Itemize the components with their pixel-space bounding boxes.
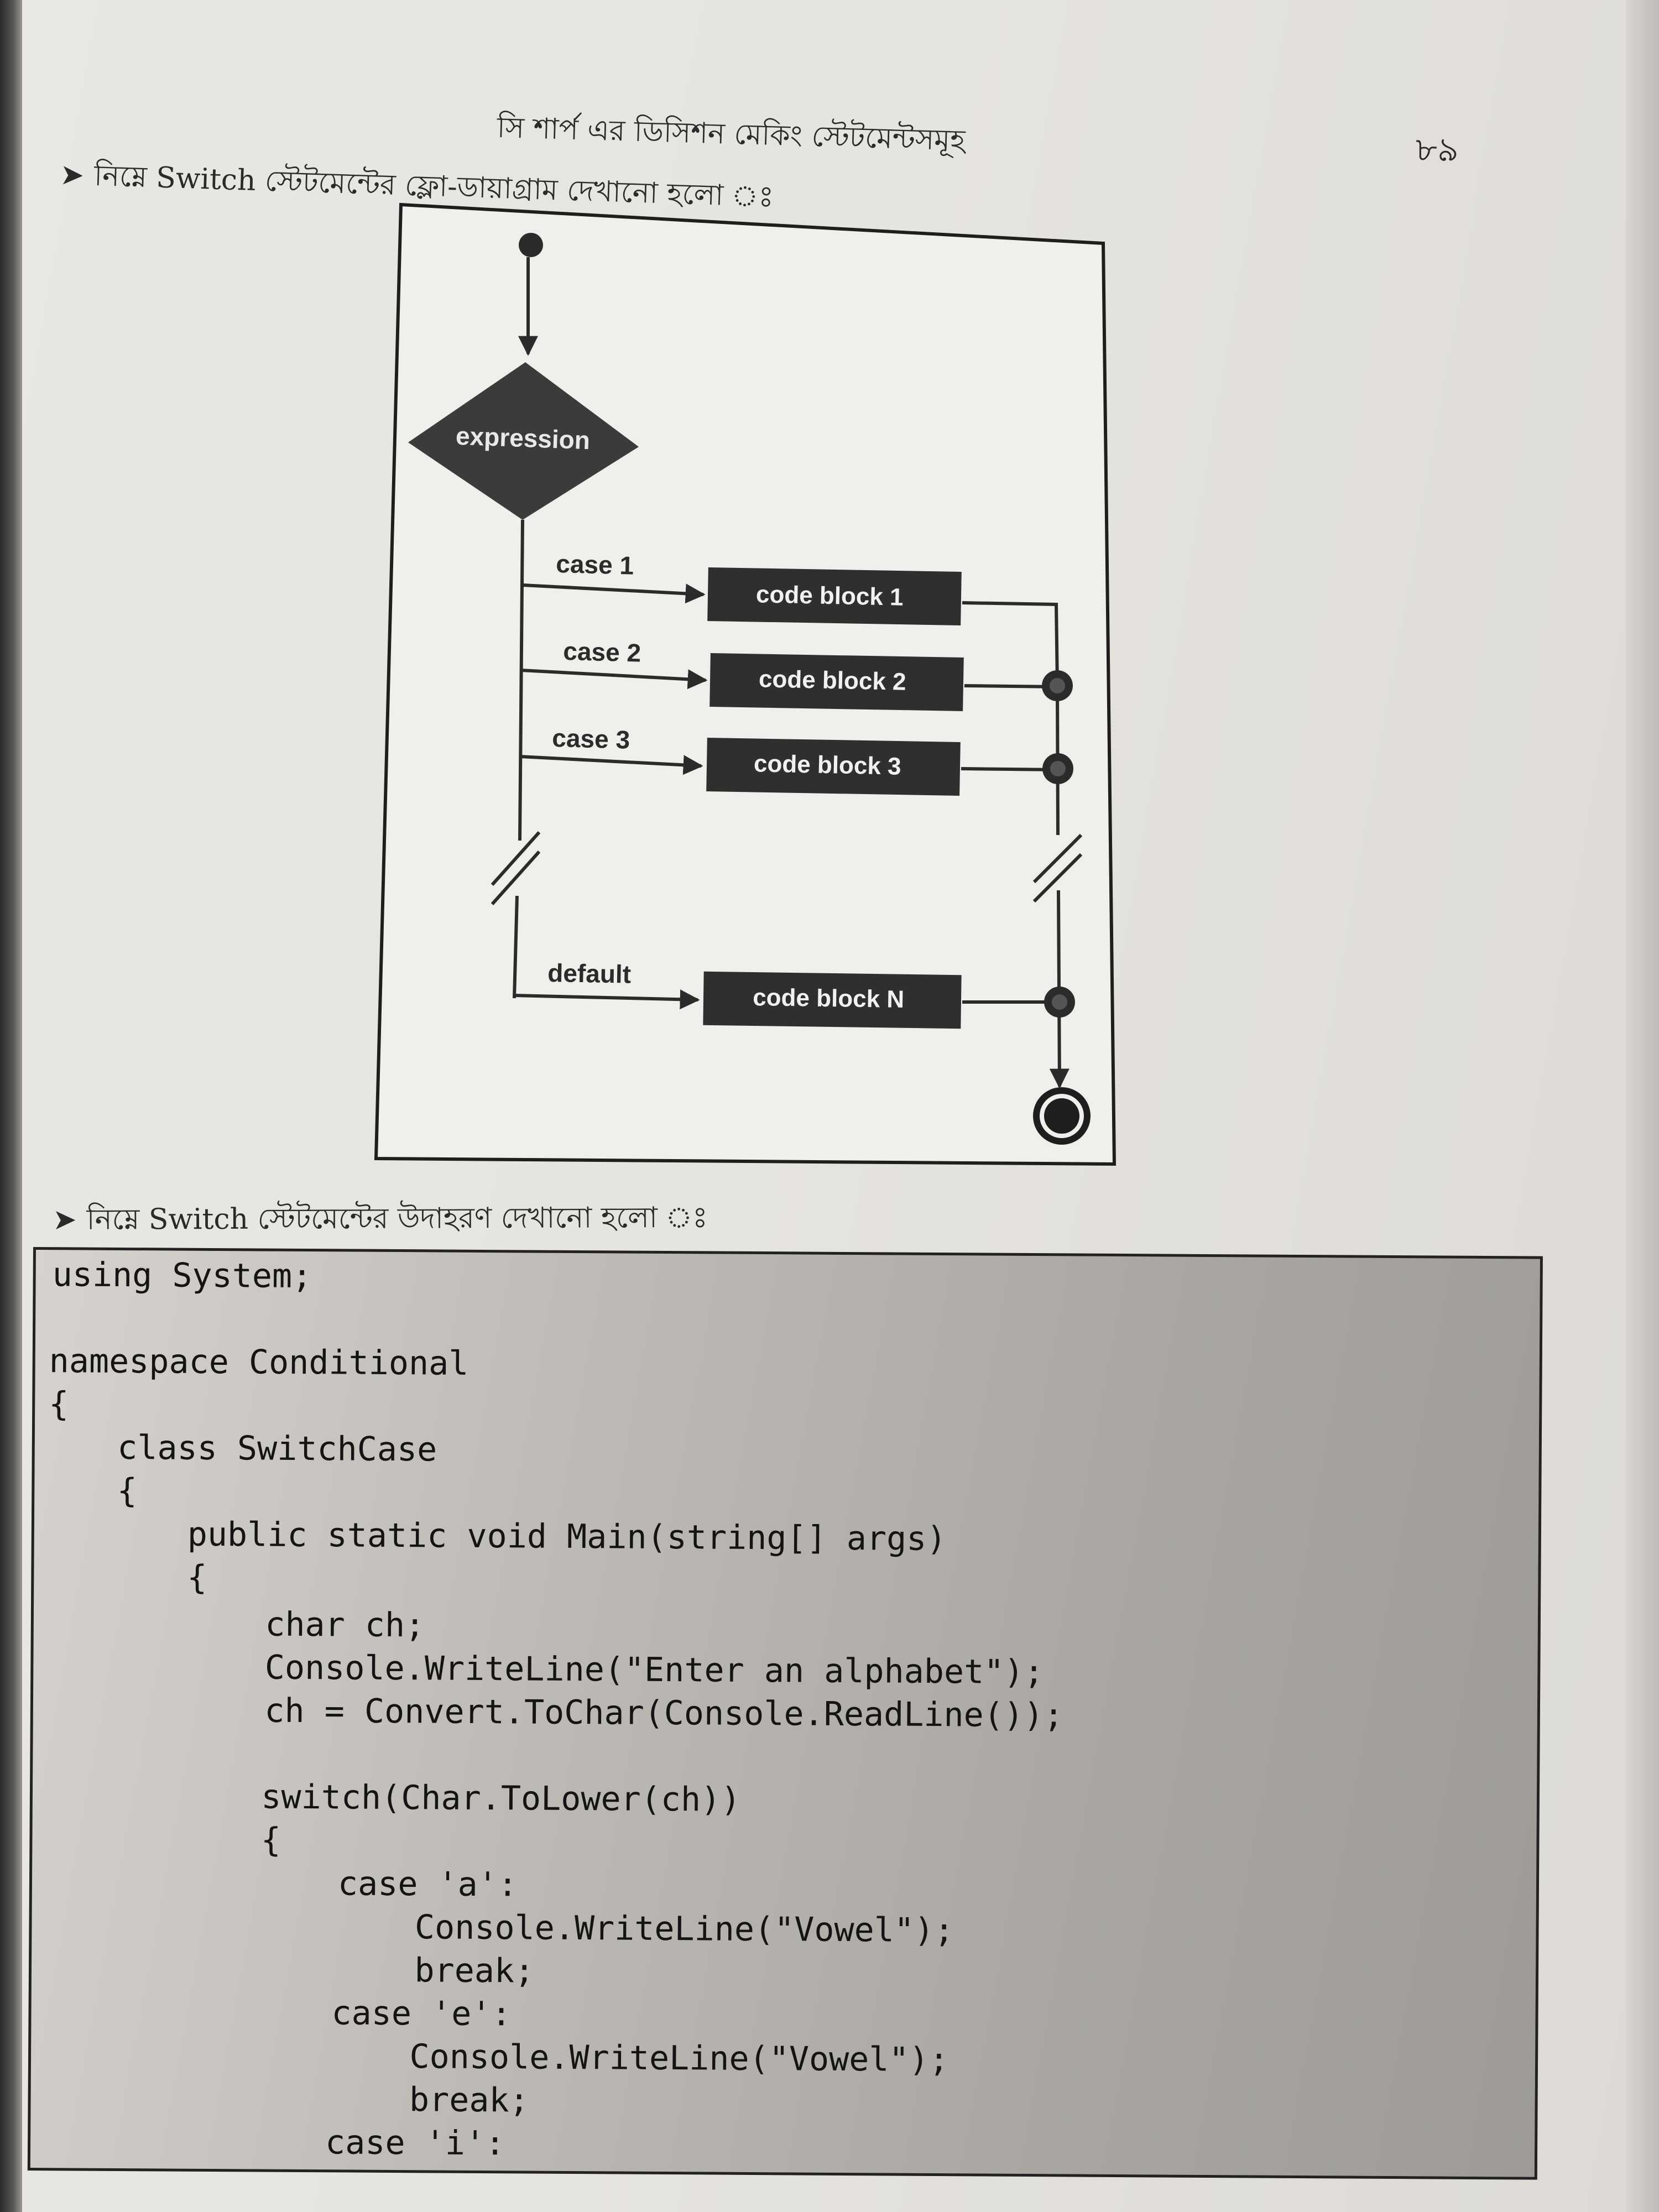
code-line: case 'e': — [27, 1991, 512, 2034]
code-line: using System; — [52, 1255, 312, 1296]
code-line: case 'a': — [27, 1862, 518, 1905]
code-line: { — [49, 1385, 69, 1424]
code-line: class SwitchCase — [37, 1428, 437, 1469]
code-line: break; — [27, 2078, 530, 2120]
book-binding-edge — [0, 0, 22, 2212]
example-intro-line: ➤ নিম্নে Switch স্টেটমেন্টের উদাহরণ দেখান… — [53, 1195, 708, 1245]
code-line: Console.WriteLine("Vowel"); — [27, 2034, 950, 2080]
page-stack-edge — [1626, 0, 1659, 2212]
code-line: namespace Conditional — [49, 1342, 469, 1383]
code-line: { — [27, 1819, 281, 1860]
example-intro-text: নিম্নে Switch স্টেটমেন্টের উদাহরণ দেখানো… — [86, 1201, 708, 1237]
code-listing-box: using System; namespace Conditional { cl… — [27, 1247, 1543, 2180]
code-line: break; — [27, 1948, 535, 1991]
code-line: ch = Convert.ToChar(Console.ReadLine()); — [27, 1689, 1064, 1735]
code-line: case 'i': — [27, 2121, 505, 2163]
code-line: Console.WriteLine("Enter an alphabet"); — [27, 1646, 1044, 1692]
code-line: { — [27, 1557, 207, 1597]
code-line: switch(Char.ToLower(ch)) — [27, 1776, 741, 1819]
code-line: char ch; — [27, 1603, 425, 1645]
arrow-bullet-icon: ➤ — [59, 158, 85, 192]
page-number: ৮৯ — [1416, 131, 1459, 169]
arrow-bullet-icon: ➤ — [53, 1203, 77, 1237]
code-line: public static void Main(string[] args) — [27, 1514, 947, 1559]
code-line: Console.WriteLine("Vowel"); — [27, 1905, 954, 1950]
code-line: { — [37, 1471, 138, 1511]
